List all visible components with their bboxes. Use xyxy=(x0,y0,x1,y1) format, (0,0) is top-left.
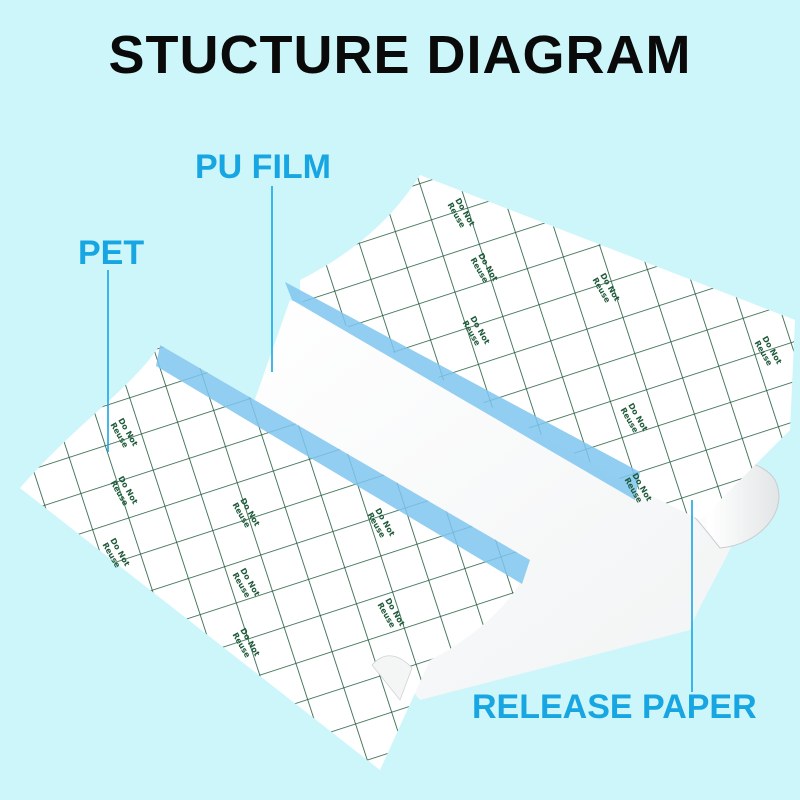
pet-blue-edge xyxy=(156,345,530,584)
release-paper-label: RELEASE PAPER xyxy=(472,688,757,726)
pu-film-blue-edge xyxy=(285,282,640,500)
pu-film-label: PU FILM xyxy=(195,148,331,186)
pet-label: PET xyxy=(78,234,145,272)
pu-film-sheet xyxy=(300,175,795,520)
diagram-title: STUCTURE DIAGRAM xyxy=(108,25,692,85)
release-paper-corner xyxy=(371,655,413,701)
